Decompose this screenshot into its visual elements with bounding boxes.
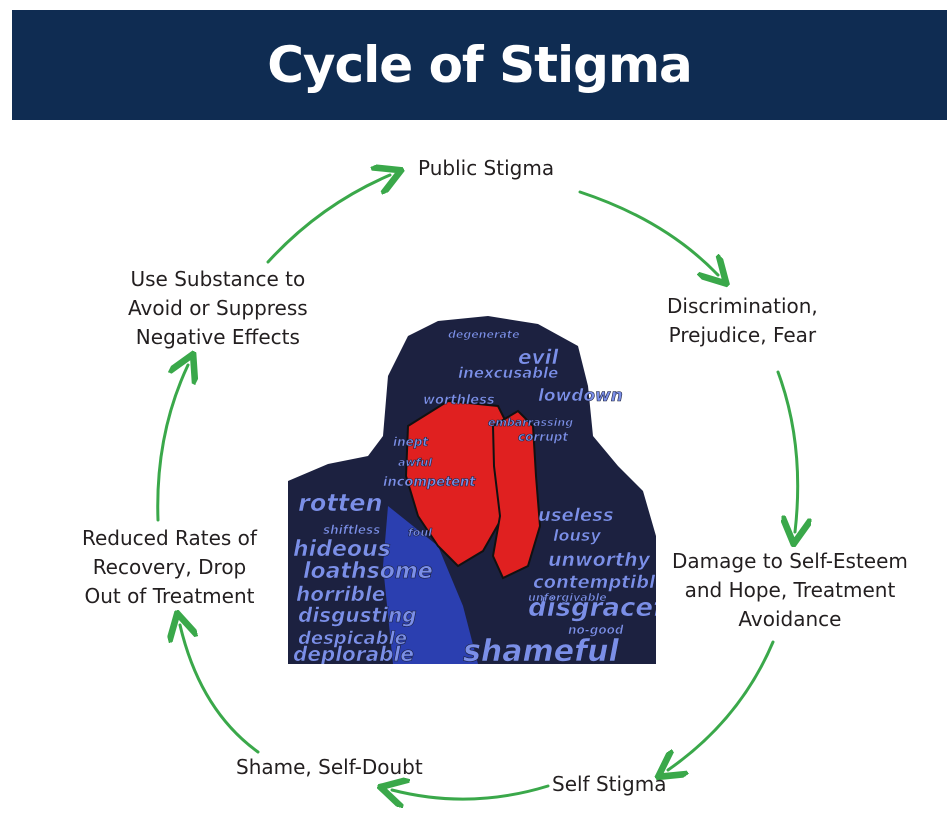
figure-hand — [491, 409, 542, 580]
figure-word: unworthy — [548, 549, 652, 571]
figure-word: horrible — [296, 582, 385, 606]
stage-public-stigma: Public Stigma — [418, 156, 555, 180]
figure-word: no-good — [568, 623, 624, 637]
cycle-arrow-icon — [578, 190, 718, 275]
figure-word: disgraceful — [528, 593, 656, 623]
figure-word: awful — [398, 456, 432, 469]
figure-word: foul — [408, 526, 432, 539]
figure-word: corrupt — [518, 430, 569, 444]
cycle-arrow-icon — [392, 786, 550, 799]
stage-reduced-rates: Reduced Rates of Recovery, Drop Out of T… — [82, 526, 257, 608]
figure-word: unforgivable — [528, 591, 607, 604]
figure-word: loathsome — [303, 559, 433, 584]
figure-word: useless — [538, 505, 614, 526]
figure-shirt — [383, 506, 478, 664]
figure-word: shameful — [463, 634, 619, 664]
title-banner: Cycle of Stigma — [12, 10, 947, 120]
cycle-arrow-icon — [180, 625, 260, 754]
figure-word: disgusting — [298, 603, 417, 627]
figure-word: lousy — [553, 526, 601, 545]
figure-word: deplorable — [293, 642, 414, 664]
figure-word: embarrassing — [488, 416, 573, 429]
figure-word: incompetent — [383, 475, 476, 490]
figure-face — [404, 399, 520, 568]
cycle-arrow-icon — [266, 175, 390, 264]
figure-word: inexcusable — [458, 364, 558, 382]
figure-word: shiftless — [323, 523, 380, 537]
stage-damage: Damage to Self-Esteem and Hope, Treatmen… — [672, 549, 908, 631]
figure-word: degenerate — [448, 328, 520, 341]
cycle-arrow-icon — [668, 640, 775, 770]
page-title: Cycle of Stigma — [267, 36, 693, 94]
figure-word: rotten — [298, 489, 383, 517]
figure-word: despicable — [298, 628, 407, 649]
figure-word: contemptible — [533, 572, 656, 593]
stage-use-substance: Use Substance to Avoid or Suppress Negat… — [128, 267, 308, 349]
figure-word: hideous — [293, 537, 391, 562]
stage-shame: Shame, Self-Doubt — [236, 755, 423, 779]
figure-word: evil — [518, 345, 559, 369]
figure-word: inept — [393, 435, 429, 449]
stage-self-stigma: Self Stigma — [552, 772, 667, 796]
cycle-arrow-icon — [156, 365, 188, 522]
cycle-arrow-icon — [776, 370, 798, 532]
figure-word: lowdown — [538, 386, 623, 406]
figure-word: worthless — [423, 393, 495, 408]
stage-discrimination: Discrimination, Prejudice, Fear — [667, 294, 818, 347]
